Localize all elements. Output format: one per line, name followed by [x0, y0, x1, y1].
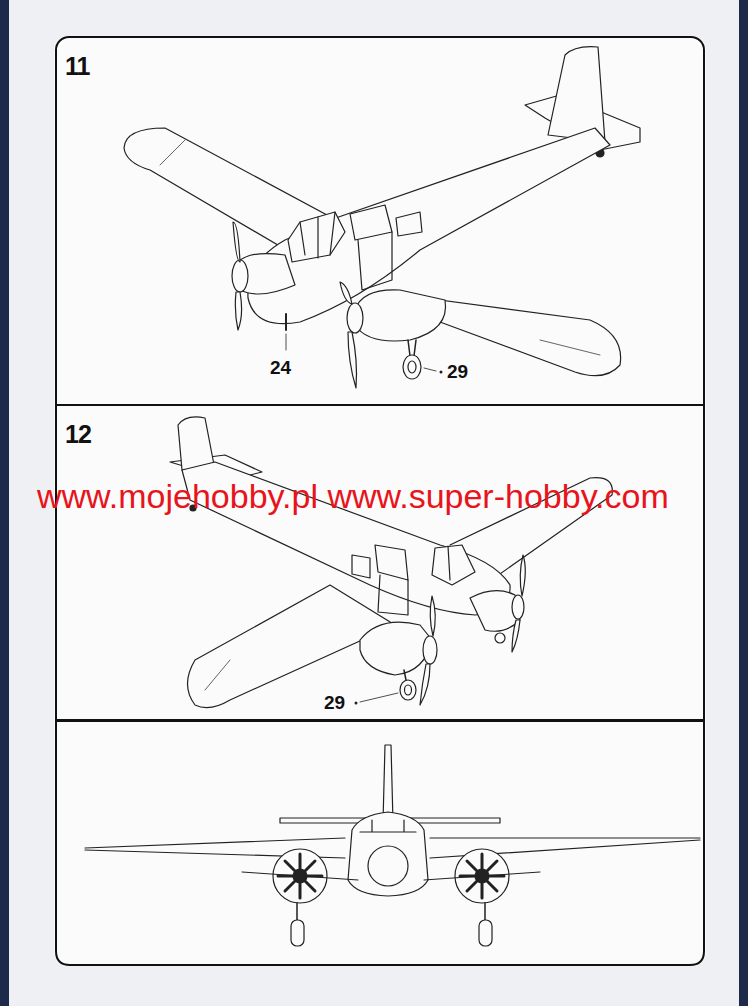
photo-edge [0, 0, 9, 1006]
plane-step-12 [170, 417, 612, 708]
step-panel: 12 [55, 404, 705, 722]
watermark: www.mojehobby.pl www.super-hobby.com [37, 477, 669, 516]
step-panel: 11 [55, 36, 705, 406]
step-number: 11 [65, 52, 89, 81]
callout-number: 24 [270, 357, 291, 379]
photo-edge [739, 0, 748, 1006]
callout-number: 29 [447, 361, 468, 383]
plane-front-view [85, 745, 700, 946]
panel-frame [56, 720, 704, 965]
step-number: 12 [65, 420, 91, 449]
callout-number: 29 [324, 692, 345, 714]
plane-step-11 [124, 47, 640, 388]
